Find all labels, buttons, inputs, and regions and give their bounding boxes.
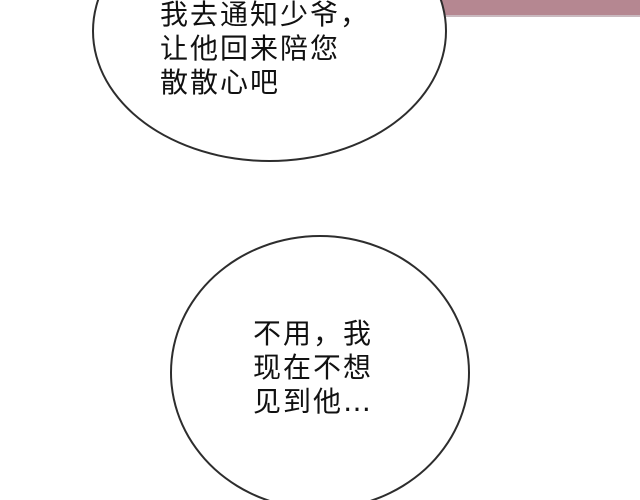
speech-line: 见到他… (253, 385, 374, 418)
speech-line: 我去通知少爷， (160, 0, 371, 31)
background-band-light (430, 0, 640, 15)
speech-text-top: 我去通知少爷， 让他回来陪您 散散心吧 (160, 0, 370, 100)
speech-text-bottom: 不用，我 现在不想 见到他… (253, 317, 373, 419)
speech-line: 让他回来陪您 (160, 32, 341, 65)
speech-line: 现在不想 (253, 351, 374, 384)
speech-bubble-bottom (170, 235, 470, 500)
speech-line: 不用，我 (253, 317, 374, 350)
speech-line: 散散心吧 (160, 66, 281, 99)
